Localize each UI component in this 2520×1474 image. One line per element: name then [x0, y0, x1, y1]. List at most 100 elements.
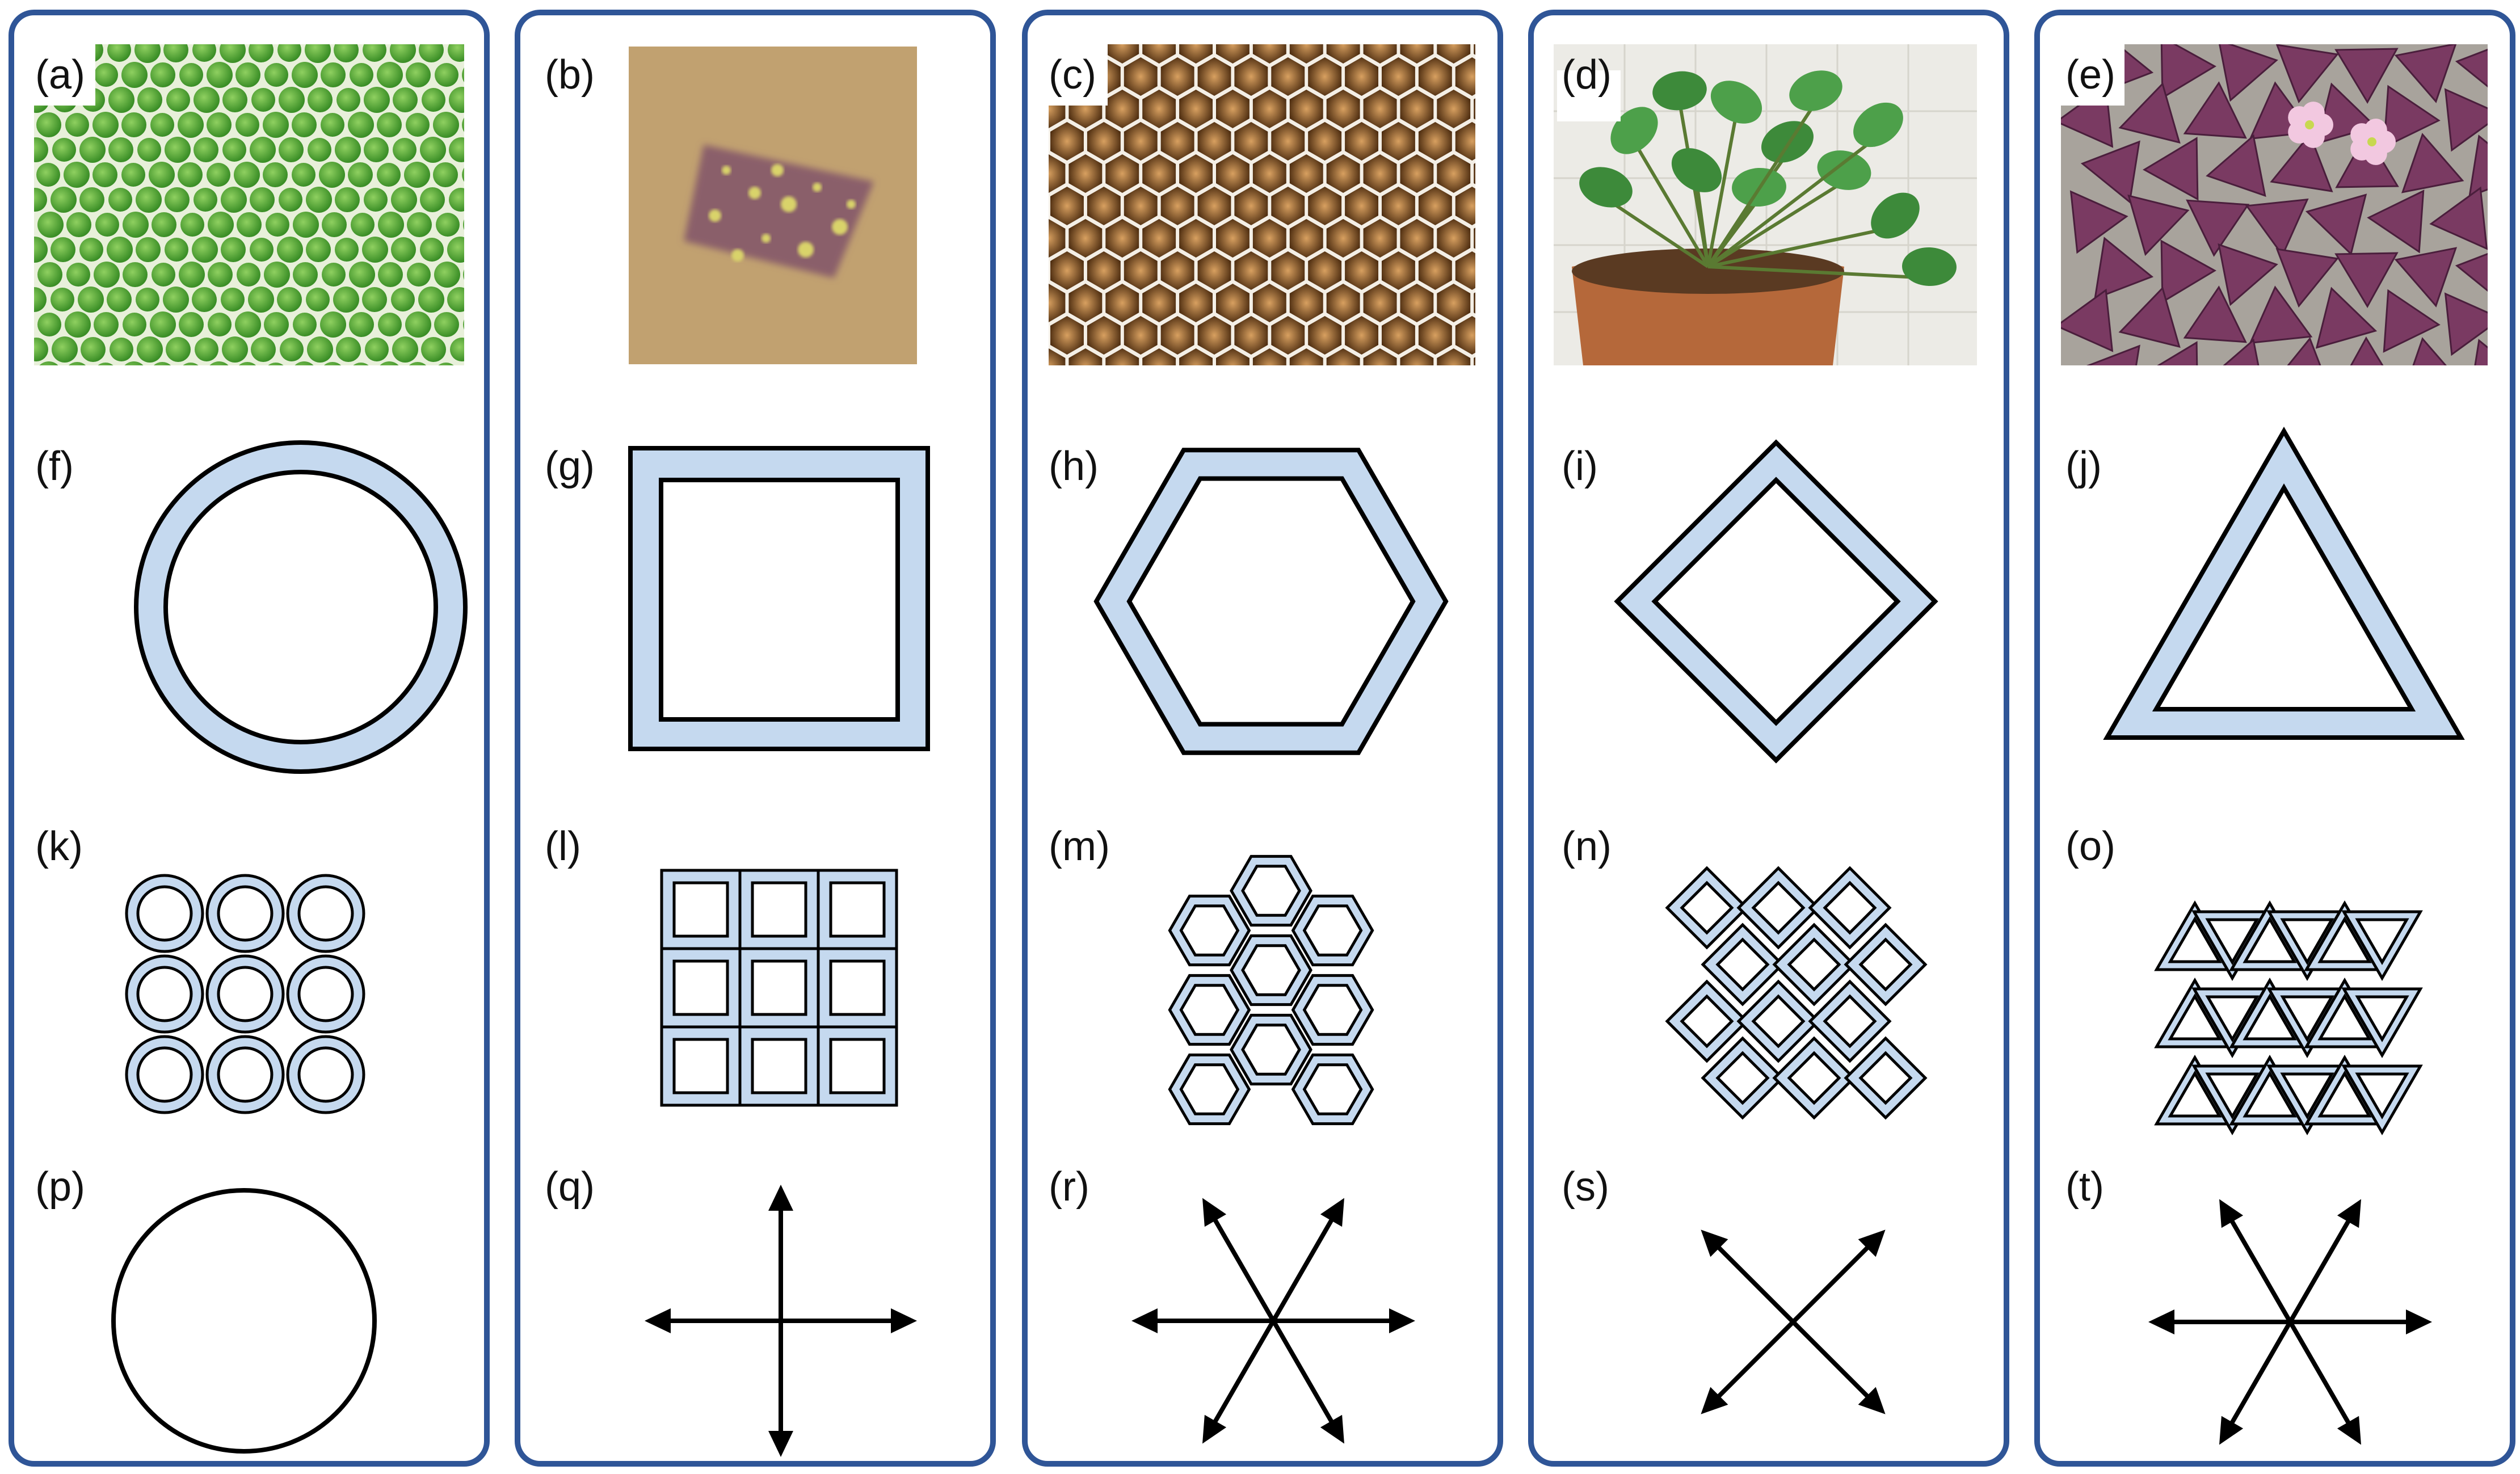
photo-comb-cell [1418, 316, 1452, 355]
photo-cell [308, 87, 333, 112]
photo-leaf [2157, 341, 2198, 365]
tiling-triangle-cell [2341, 987, 2423, 1059]
photo-comb-cell [1105, 44, 1139, 64]
photo-cell [222, 138, 246, 162]
tiling-rhombus-cell [1844, 923, 1928, 1006]
photo-comb-cell [1252, 219, 1286, 258]
photo-cell [149, 162, 175, 188]
direction-arrow-triangle-head [2406, 1309, 2432, 1334]
photo-comb-cell [1216, 284, 1250, 322]
photo-cell [378, 313, 402, 336]
photo-comb-cell [1326, 154, 1360, 193]
photo-comb-cell [1252, 44, 1286, 64]
direction-arrow-hexagon-head [1202, 1414, 1227, 1444]
label-backdrop [1557, 70, 1621, 121]
photo-comb-cell [1326, 219, 1360, 258]
photo-comb-cell [1400, 154, 1434, 193]
photo-cell [249, 44, 274, 62]
photo-crystal [684, 145, 874, 278]
photo-cell [434, 262, 460, 288]
panel-label-j: (j) [2065, 444, 2102, 489]
photo-comb-cell [1050, 187, 1084, 225]
photo-comb-cell [1418, 122, 1452, 161]
tiling-hexagon-cell [1230, 1013, 1312, 1086]
photo-cell [251, 337, 276, 362]
photo-comb-cell [1179, 44, 1213, 64]
photo-speck [762, 234, 771, 243]
photo-cell [207, 163, 230, 187]
tiling-hexagon-cell [1168, 1053, 1251, 1126]
photo-comb-cell [1142, 44, 1176, 64]
photo-comb-cell [1068, 219, 1103, 258]
direction-arrow-triangle-head [2219, 1416, 2244, 1445]
photo-cell [108, 87, 134, 113]
photo-cell [348, 112, 374, 138]
photo-cell [235, 62, 260, 87]
photo-leaf [1853, 102, 1903, 148]
photo-cell [237, 263, 260, 287]
photo-cell [179, 312, 204, 337]
photo-leaf [2287, 336, 2321, 365]
photo-cell [293, 262, 318, 287]
photo-comb-cell [1216, 44, 1250, 64]
photo-cell [322, 263, 346, 287]
photo-comb-cell [1216, 348, 1250, 365]
photo-cell [234, 162, 260, 188]
photo-speck [722, 166, 731, 175]
photo-comb-cell [1068, 348, 1103, 365]
unit-circle-inner [163, 470, 438, 744]
photo-speck [748, 187, 761, 199]
photo-cell [37, 212, 64, 238]
label-backdrop [1044, 43, 1108, 106]
photo-leaf [2142, 137, 2199, 201]
photo-leaf [2367, 189, 2425, 254]
photo-cell [377, 112, 402, 137]
photo-comb-cell [1197, 187, 1231, 225]
photo-cell [391, 288, 415, 311]
photo-cell [436, 213, 460, 237]
photo-comb-cell [1197, 57, 1231, 96]
photo-cell [449, 137, 464, 162]
direction-arrow-rhombus-shaft [1791, 1320, 1880, 1409]
panel-label-e: (e) [2065, 52, 2115, 98]
photo-cell [137, 336, 163, 363]
direction-row [111, 1185, 2432, 1457]
photo-cell [335, 137, 361, 163]
photo-comb-cell [1271, 187, 1305, 225]
unit-rhombus [1614, 439, 1938, 764]
photo-comb-cell [1234, 316, 1268, 355]
panel-label-n: (n) [1562, 824, 1612, 869]
photo-cell [447, 287, 464, 312]
photo-cell [64, 162, 90, 188]
photo-cell [36, 112, 61, 137]
photo-cell [183, 363, 199, 365]
photo-comb-cell [1326, 348, 1360, 365]
photo-cell [124, 361, 144, 365]
tiling-circle-hole [136, 885, 193, 942]
direction-arrow-square-head [645, 1308, 671, 1333]
photo-cell [421, 337, 446, 362]
photo-flower-center [2367, 137, 2376, 146]
photo-comb-cell [1087, 122, 1121, 161]
photo-cell [193, 137, 218, 162]
photo-leaf [2394, 247, 2458, 308]
photo-cell [348, 162, 373, 187]
photo-cell [208, 262, 233, 287]
photo-cell [195, 338, 218, 361]
photo-comb-cell [1142, 348, 1176, 365]
photo-cell [333, 287, 359, 313]
photo-cell [363, 44, 386, 62]
photo-comb-cell [1160, 122, 1194, 161]
photo-comb-cell [1197, 251, 1231, 290]
photo-comb-cell [1124, 122, 1158, 161]
photo-comb-cell [1142, 154, 1176, 193]
photo-comb-cell [1308, 251, 1342, 290]
photo-cell [165, 238, 188, 262]
photo-cell [378, 212, 404, 238]
photo-stem [1707, 265, 1930, 280]
photo-cell [65, 113, 89, 137]
tiling-rhombus-cell [1808, 866, 1892, 950]
photo-cell [362, 287, 387, 312]
photo-comb-cell [1455, 251, 1475, 290]
